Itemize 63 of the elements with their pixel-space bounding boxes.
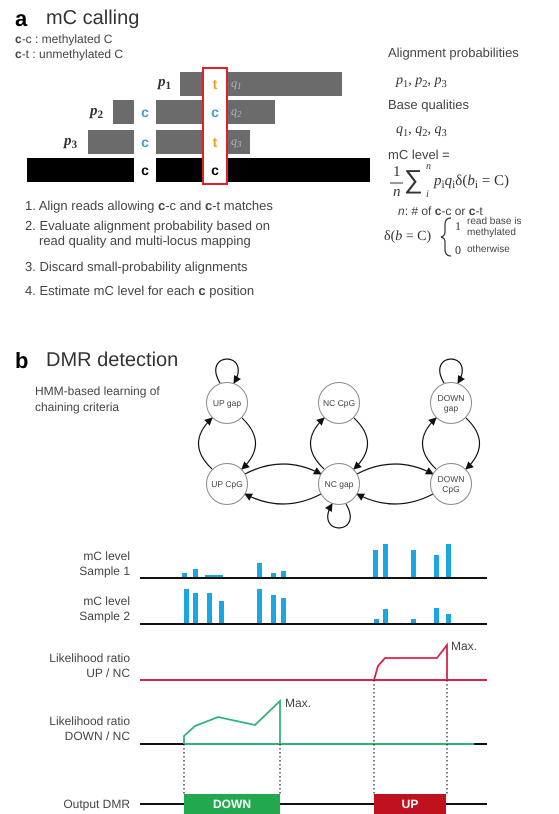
max-label: Max. <box>285 697 312 709</box>
base-cell: c <box>134 100 156 124</box>
sum-symbol: ∑ <box>404 166 423 192</box>
base-cell: t <box>204 130 226 154</box>
formula-text: p$_{i}$q$_{i}$δ(b$_{i}$ = C) <box>434 174 509 189</box>
formula-note: n: # of c-c or c-t <box>398 205 483 217</box>
panel-letter: b <box>15 350 28 372</box>
step-text: 2. Evaluate alignment probability based on read quality and multi-locus mapping <box>25 218 271 248</box>
base-cell: c <box>134 158 156 182</box>
fraction-denominator: n <box>393 185 400 200</box>
sum-index: i <box>426 190 429 200</box>
description-text: HMM-based learning of chaining criteria <box>35 383 160 415</box>
step-text: 3. Discard small-probability alignments <box>25 259 249 274</box>
transition-arrow <box>422 417 437 470</box>
transition-arrow <box>215 358 241 384</box>
transition-arrow <box>439 358 465 384</box>
case-condition: otherwise <box>467 245 510 255</box>
legend-text: c-t : unmethylated C <box>15 48 124 60</box>
step-text: 1. Align reads allowing c-c and c-t matches <box>25 198 274 213</box>
base-cell: t <box>204 72 226 96</box>
sum-limit: n <box>426 162 431 172</box>
panel-letter: a <box>15 8 28 30</box>
base-cell: c <box>204 158 226 182</box>
heading-text: Alignment probabilities <box>388 46 519 59</box>
transition-arrow <box>198 417 213 470</box>
legend-text: c-c : methylated C <box>15 33 112 45</box>
transition-arrow <box>356 493 434 505</box>
dmr-box: DOWN <box>184 794 280 814</box>
transition-arrow <box>353 418 368 470</box>
case-value: 0 <box>455 244 461 256</box>
track-label: mC level Sample 1 <box>78 549 130 579</box>
read-probability: p$_{3}$ <box>64 134 78 149</box>
transition-arrow <box>465 418 480 470</box>
track-label: mC level Sample 2 <box>78 594 130 624</box>
heading-text: Base qualities <box>388 98 469 111</box>
case-value: 1 <box>455 220 461 232</box>
panel-title: DMR detection <box>46 350 178 370</box>
fraction-numerator: 1 <box>393 165 400 180</box>
base-cell: c <box>204 100 226 124</box>
formula-text: δ(b = C) <box>384 230 432 244</box>
base-cell: c <box>134 130 156 154</box>
base-quality: q$_{1}$ <box>231 77 242 89</box>
transition-arrow <box>244 493 322 505</box>
track-label: Likelihood ratio DOWN / NC <box>48 714 130 744</box>
transition-arrow <box>310 417 325 470</box>
dmr-box: UP <box>374 794 446 814</box>
heading-text: mC level = <box>388 148 450 161</box>
formula-text: q$_{1}$, q$_{2}$, q$_{3}$ <box>396 123 447 137</box>
track-label: Likelihood ratio UP / NC <box>48 651 130 681</box>
transition-arrow <box>241 418 256 470</box>
base-quality: q$_{3}$ <box>231 135 242 147</box>
read-probability: p$_{1}$ <box>158 75 172 90</box>
max-label: Max. <box>451 640 478 652</box>
transition-arrow <box>325 503 351 529</box>
panel-title: mC calling <box>46 8 140 28</box>
step-text: 4. Estimate mC level for each c position <box>25 283 256 298</box>
transition-arrow <box>356 463 434 475</box>
case-condition: read base is methylated <box>467 216 522 238</box>
formula-text: p$_{1}$, p$_{2}$, p$_{3}$ <box>396 74 447 88</box>
track-label: Output DMR <box>62 797 130 812</box>
base-quality: q$_{2}$ <box>231 105 242 117</box>
transition-arrow <box>244 463 322 475</box>
read-probability: p$_{2}$ <box>90 104 104 119</box>
